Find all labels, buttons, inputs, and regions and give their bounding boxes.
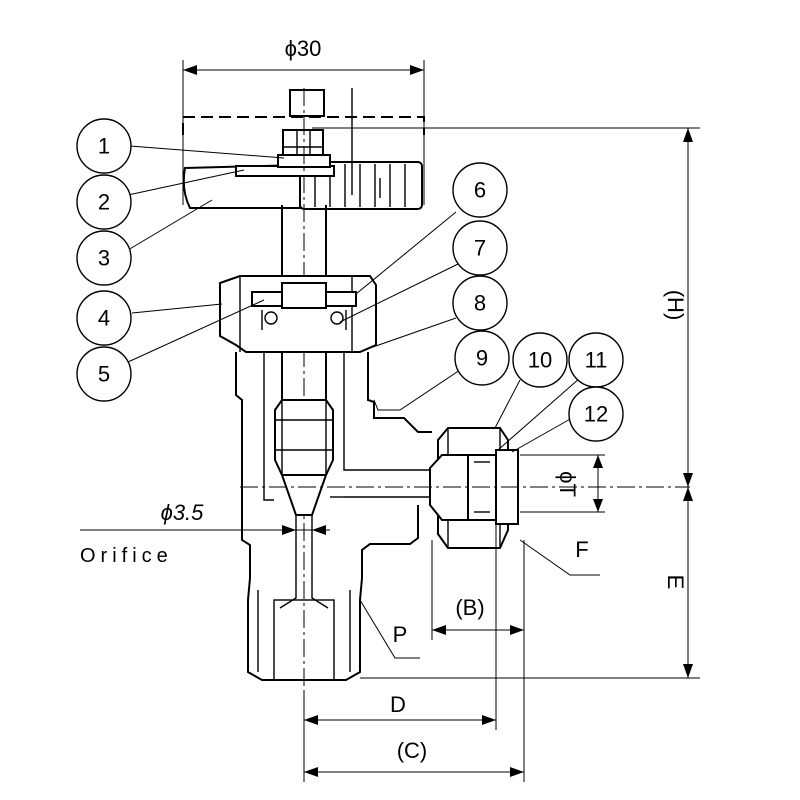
dimension-b: (B) <box>431 540 525 640</box>
svg-text:8: 8 <box>474 291 486 316</box>
balloon-4: 4 <box>76 290 132 346</box>
orifice-diameter-label: ϕ3.5 <box>161 500 205 525</box>
balloon-10: 10 <box>512 332 568 388</box>
width-d-label: D <box>390 692 406 717</box>
dimension-d: D <box>303 520 497 782</box>
part-balloons: 1 2 3 4 5 6 7 8 <box>76 118 624 442</box>
svg-text:4: 4 <box>98 306 110 331</box>
p-label: P <box>393 622 408 647</box>
phi30-label: ϕ30 <box>285 36 322 61</box>
balloon-1: 1 <box>76 118 132 174</box>
svg-text:10: 10 <box>528 348 552 373</box>
balloon-12: 12 <box>568 386 624 442</box>
orifice-callout: ϕ3.5 Orifice <box>80 500 330 567</box>
balloon-leaders <box>127 145 581 453</box>
balloon-11: 11 <box>568 332 624 388</box>
svg-text:9: 9 <box>476 346 488 371</box>
width-b-label: (B) <box>455 595 484 620</box>
valve-body <box>235 352 432 578</box>
valve-plug <box>274 399 334 535</box>
width-c-label: (C) <box>397 738 428 763</box>
balloon-7: 7 <box>452 220 508 276</box>
balloon-2: 2 <box>76 174 132 230</box>
balloon-3: 3 <box>76 230 132 286</box>
svg-text:3: 3 <box>98 246 110 271</box>
handwheel-open-outline <box>182 116 425 135</box>
pipe-thread <box>247 535 363 681</box>
orifice-label: Orifice <box>80 545 173 567</box>
balloon-8: 8 <box>452 275 508 331</box>
callout-p: P <box>359 599 420 659</box>
svg-text:6: 6 <box>474 178 486 203</box>
dimension-e: E <box>360 487 700 679</box>
height-h-label: (H) <box>663 290 688 321</box>
handwheel <box>182 88 423 210</box>
callout-f: F <box>519 537 600 576</box>
balloon-6: 6 <box>452 162 508 218</box>
dimension-phi-t: ϕT <box>520 454 605 513</box>
dimension-c: (C) <box>304 640 525 782</box>
balloon-9: 9 <box>454 330 510 386</box>
tube-diameter-label: ϕT <box>555 471 580 497</box>
svg-text:7: 7 <box>474 236 486 261</box>
packing <box>251 291 357 330</box>
height-e-label: E <box>663 575 688 590</box>
balloon-5: 5 <box>76 346 132 402</box>
flare-nut <box>429 427 519 549</box>
svg-text:11: 11 <box>585 348 608 373</box>
f-label: F <box>575 537 588 562</box>
svg-text:5: 5 <box>98 362 110 387</box>
svg-text:2: 2 <box>98 190 110 215</box>
svg-text:12: 12 <box>584 402 608 427</box>
dimension-phi30: ϕ30 <box>182 36 425 205</box>
bonnet-nut <box>219 275 377 353</box>
svg-text:1: 1 <box>98 134 110 159</box>
dimension-h: (H) <box>312 127 700 487</box>
